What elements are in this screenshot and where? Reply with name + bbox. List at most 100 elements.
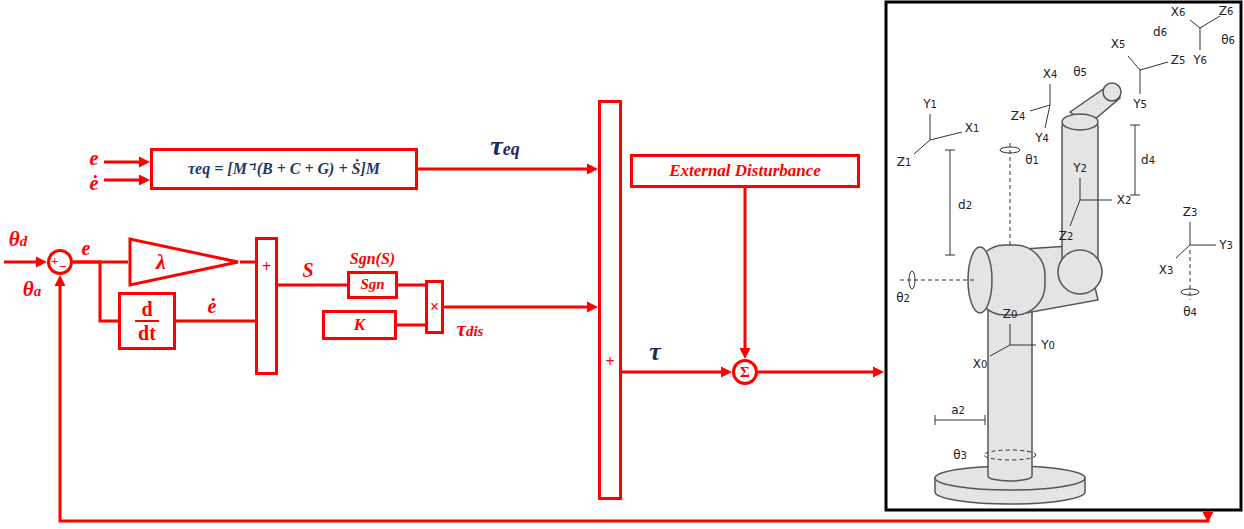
frame-axes (1190, 16, 1220, 50)
robot-wrist-joint (1062, 114, 1098, 130)
axis-label: Z0 (1003, 307, 1018, 321)
arrowhead (36, 257, 47, 268)
joint-axis (1190, 250, 1191, 300)
axis-label: Z3 (1183, 205, 1198, 219)
signal-label: ė (88, 172, 101, 194)
summing-bar: + (255, 237, 278, 375)
derivative-box: d dt (118, 292, 176, 350)
arrowhead (721, 367, 732, 378)
axis-label: X1 (965, 121, 980, 135)
node-text: τeq = [M⁻¹(B + C + G) + Ṡ]M (188, 160, 380, 178)
connector (278, 285, 347, 286)
connector (418, 164, 598, 175)
node-text: + (258, 258, 275, 276)
arrowhead (587, 302, 598, 313)
connector-line (418, 168, 588, 171)
signal-label: ė (206, 295, 219, 317)
arrowhead (55, 275, 66, 286)
signum-box: Sgn(S)Sgn (347, 271, 398, 299)
robot-arm (935, 83, 1121, 504)
reference-wire (4, 261, 38, 264)
connector-line (73, 262, 118, 321)
axis-label: X0 (973, 357, 988, 371)
node-text: + (601, 353, 619, 371)
node-text: λ (156, 249, 166, 274)
axis-label: X6 (1171, 5, 1186, 19)
axis-label: Y1 (923, 97, 937, 111)
plant-input-wire (758, 371, 874, 374)
connector-line (622, 371, 722, 374)
axis-label: X2 (1117, 193, 1132, 207)
connector (398, 285, 425, 286)
axis-label: Z4 (1011, 109, 1026, 123)
axis-label: Y5 (1133, 97, 1147, 111)
dimension-line (935, 415, 985, 425)
signal-label: τeq (488, 131, 521, 162)
axis-label: θ6 (1221, 33, 1235, 47)
gain-box: K (322, 310, 397, 340)
rotation-arc (1000, 147, 1020, 153)
axis-label: Z2 (1059, 229, 1074, 243)
error-input-wire (104, 161, 140, 164)
connector-line (744, 188, 747, 349)
connector-line (278, 284, 347, 287)
node-text: × (430, 298, 439, 316)
arrowhead (1203, 512, 1214, 522)
axis-label: θ4 (1183, 305, 1197, 319)
signal-label: S (300, 259, 315, 281)
axis-label: d6 (1153, 25, 1167, 39)
axis-label: θ1 (1025, 153, 1039, 167)
connector (73, 262, 118, 321)
coordinate-frames (900, 16, 1220, 460)
node-text: + (51, 254, 58, 267)
axis-label: d2 (958, 198, 972, 212)
summing-bar: + (598, 100, 622, 500)
frame-axes (1128, 56, 1168, 94)
signal-label: τ (647, 338, 663, 367)
axis-label: θ5 (1073, 65, 1087, 79)
connector-line (444, 306, 588, 309)
connector (397, 325, 425, 326)
robot-end-effector (1103, 83, 1121, 101)
connector (622, 367, 732, 378)
rotation-arc (909, 271, 915, 289)
plant-frame (886, 2, 1241, 510)
frame-axes (914, 114, 962, 154)
connector-line (240, 261, 255, 264)
signal-label: θa (21, 278, 43, 301)
node-text: d dt (138, 297, 156, 345)
arrowhead (587, 164, 598, 175)
node-text: Sgn(S) (350, 250, 395, 268)
frame-axes (1176, 222, 1216, 258)
axis-label: θ3 (953, 448, 967, 462)
joint-axis (900, 280, 975, 281)
triangle-outline (128, 237, 240, 287)
connector (240, 262, 255, 263)
connector (444, 302, 598, 313)
arrowhead (139, 157, 150, 168)
connector (740, 188, 751, 359)
robot-elbow (1058, 250, 1102, 294)
node-text: External Disturbance (669, 161, 821, 181)
arrowheads (36, 157, 1214, 523)
frame-axes (990, 324, 1036, 356)
axis-label: X4 (1043, 67, 1058, 81)
connector-line (398, 284, 425, 287)
fraction-line (135, 320, 159, 322)
node-text: − (59, 260, 66, 273)
frame-axes (1030, 84, 1050, 128)
node-text: Sgn (360, 276, 384, 293)
axis-label: Y0 (1041, 338, 1055, 352)
triangle-edge (130, 239, 238, 285)
axis-label: X3 (1159, 263, 1174, 277)
summing-junction: +− (47, 249, 73, 275)
axis-label: a2 (951, 403, 965, 417)
formula-box: τeq = [M⁻¹(B + C + G) + Ṡ]M (150, 148, 418, 190)
connector (176, 321, 255, 322)
disturbance-box: External Disturbance (630, 154, 860, 188)
axis-label: Y3 (1219, 238, 1233, 252)
signal-label: θd (7, 228, 29, 251)
summing-circle: Σ (732, 359, 758, 385)
arrowhead (139, 175, 150, 186)
signal-label: e (88, 147, 101, 169)
